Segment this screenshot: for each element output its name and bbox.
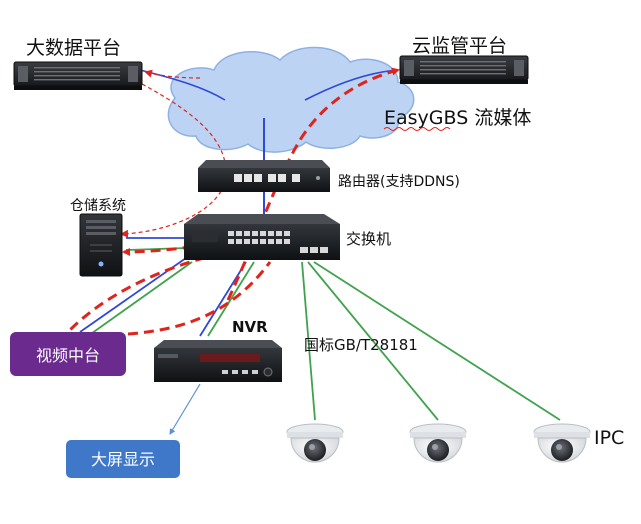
nvr-icon bbox=[154, 340, 282, 382]
video-center-box: 视频中台 bbox=[10, 332, 126, 376]
link-switch-nvr-green bbox=[207, 261, 255, 337]
switch bbox=[184, 214, 340, 260]
nvr-device bbox=[154, 340, 282, 382]
switch-icon bbox=[184, 214, 340, 260]
ipc-label: IPC bbox=[594, 427, 624, 449]
link-nvr-screen bbox=[169, 383, 201, 435]
video-center-label: 视频中台 bbox=[36, 346, 100, 365]
link-switch-cam3 bbox=[313, 261, 561, 421]
easygbs-label: EasyGBS 流媒体 bbox=[384, 107, 531, 129]
server-icon bbox=[399, 55, 529, 84]
stream-video-center-thick bbox=[68, 248, 237, 332]
storage-system bbox=[79, 213, 123, 277]
easygbs-suffix: 流媒体 bbox=[468, 107, 531, 129]
dome-camera-icon bbox=[286, 423, 344, 463]
switch-label: 交换机 bbox=[346, 230, 391, 248]
easygbs-brand: EasyGBS bbox=[384, 107, 468, 129]
spellcheck-underline bbox=[383, 127, 451, 131]
big-data-server bbox=[13, 61, 143, 90]
storage-label: 仓储系统 bbox=[70, 198, 126, 214]
link-switch-cam1 bbox=[301, 261, 316, 421]
protocol-label: 国标GB/T28181 bbox=[304, 336, 418, 354]
dome-camera-icon bbox=[533, 423, 591, 463]
router-label: 路由器(支持DDNS) bbox=[338, 174, 460, 190]
stream-storage-thick bbox=[122, 238, 241, 256]
cloud-mgmt-label: 云监管平台 bbox=[412, 35, 507, 57]
big-screen-box: 大屏显示 bbox=[66, 440, 180, 478]
link-switch-video-green bbox=[87, 261, 193, 337]
cloud-mgmt-server bbox=[399, 55, 529, 84]
big-data-label: 大数据平台 bbox=[26, 37, 121, 59]
server-icon bbox=[13, 61, 143, 90]
storage-tower-icon bbox=[79, 213, 123, 277]
link-switch-cam2 bbox=[307, 261, 439, 421]
stream-big-data-arrow bbox=[144, 69, 201, 79]
camera-2 bbox=[409, 423, 467, 463]
cloud-icon bbox=[167, 46, 415, 153]
router bbox=[198, 160, 330, 192]
router-icon bbox=[198, 160, 330, 192]
link-switch-nvr-blue bbox=[199, 261, 247, 337]
big-screen-label: 大屏显示 bbox=[91, 450, 155, 469]
stream-video-center-return bbox=[127, 261, 272, 336]
dome-camera-icon bbox=[409, 423, 467, 463]
nvr-label: NVR bbox=[232, 318, 268, 336]
camera-3 bbox=[533, 423, 591, 463]
link-cloud-mgmt-cloud-blue bbox=[304, 69, 399, 101]
camera-1 bbox=[286, 423, 344, 463]
